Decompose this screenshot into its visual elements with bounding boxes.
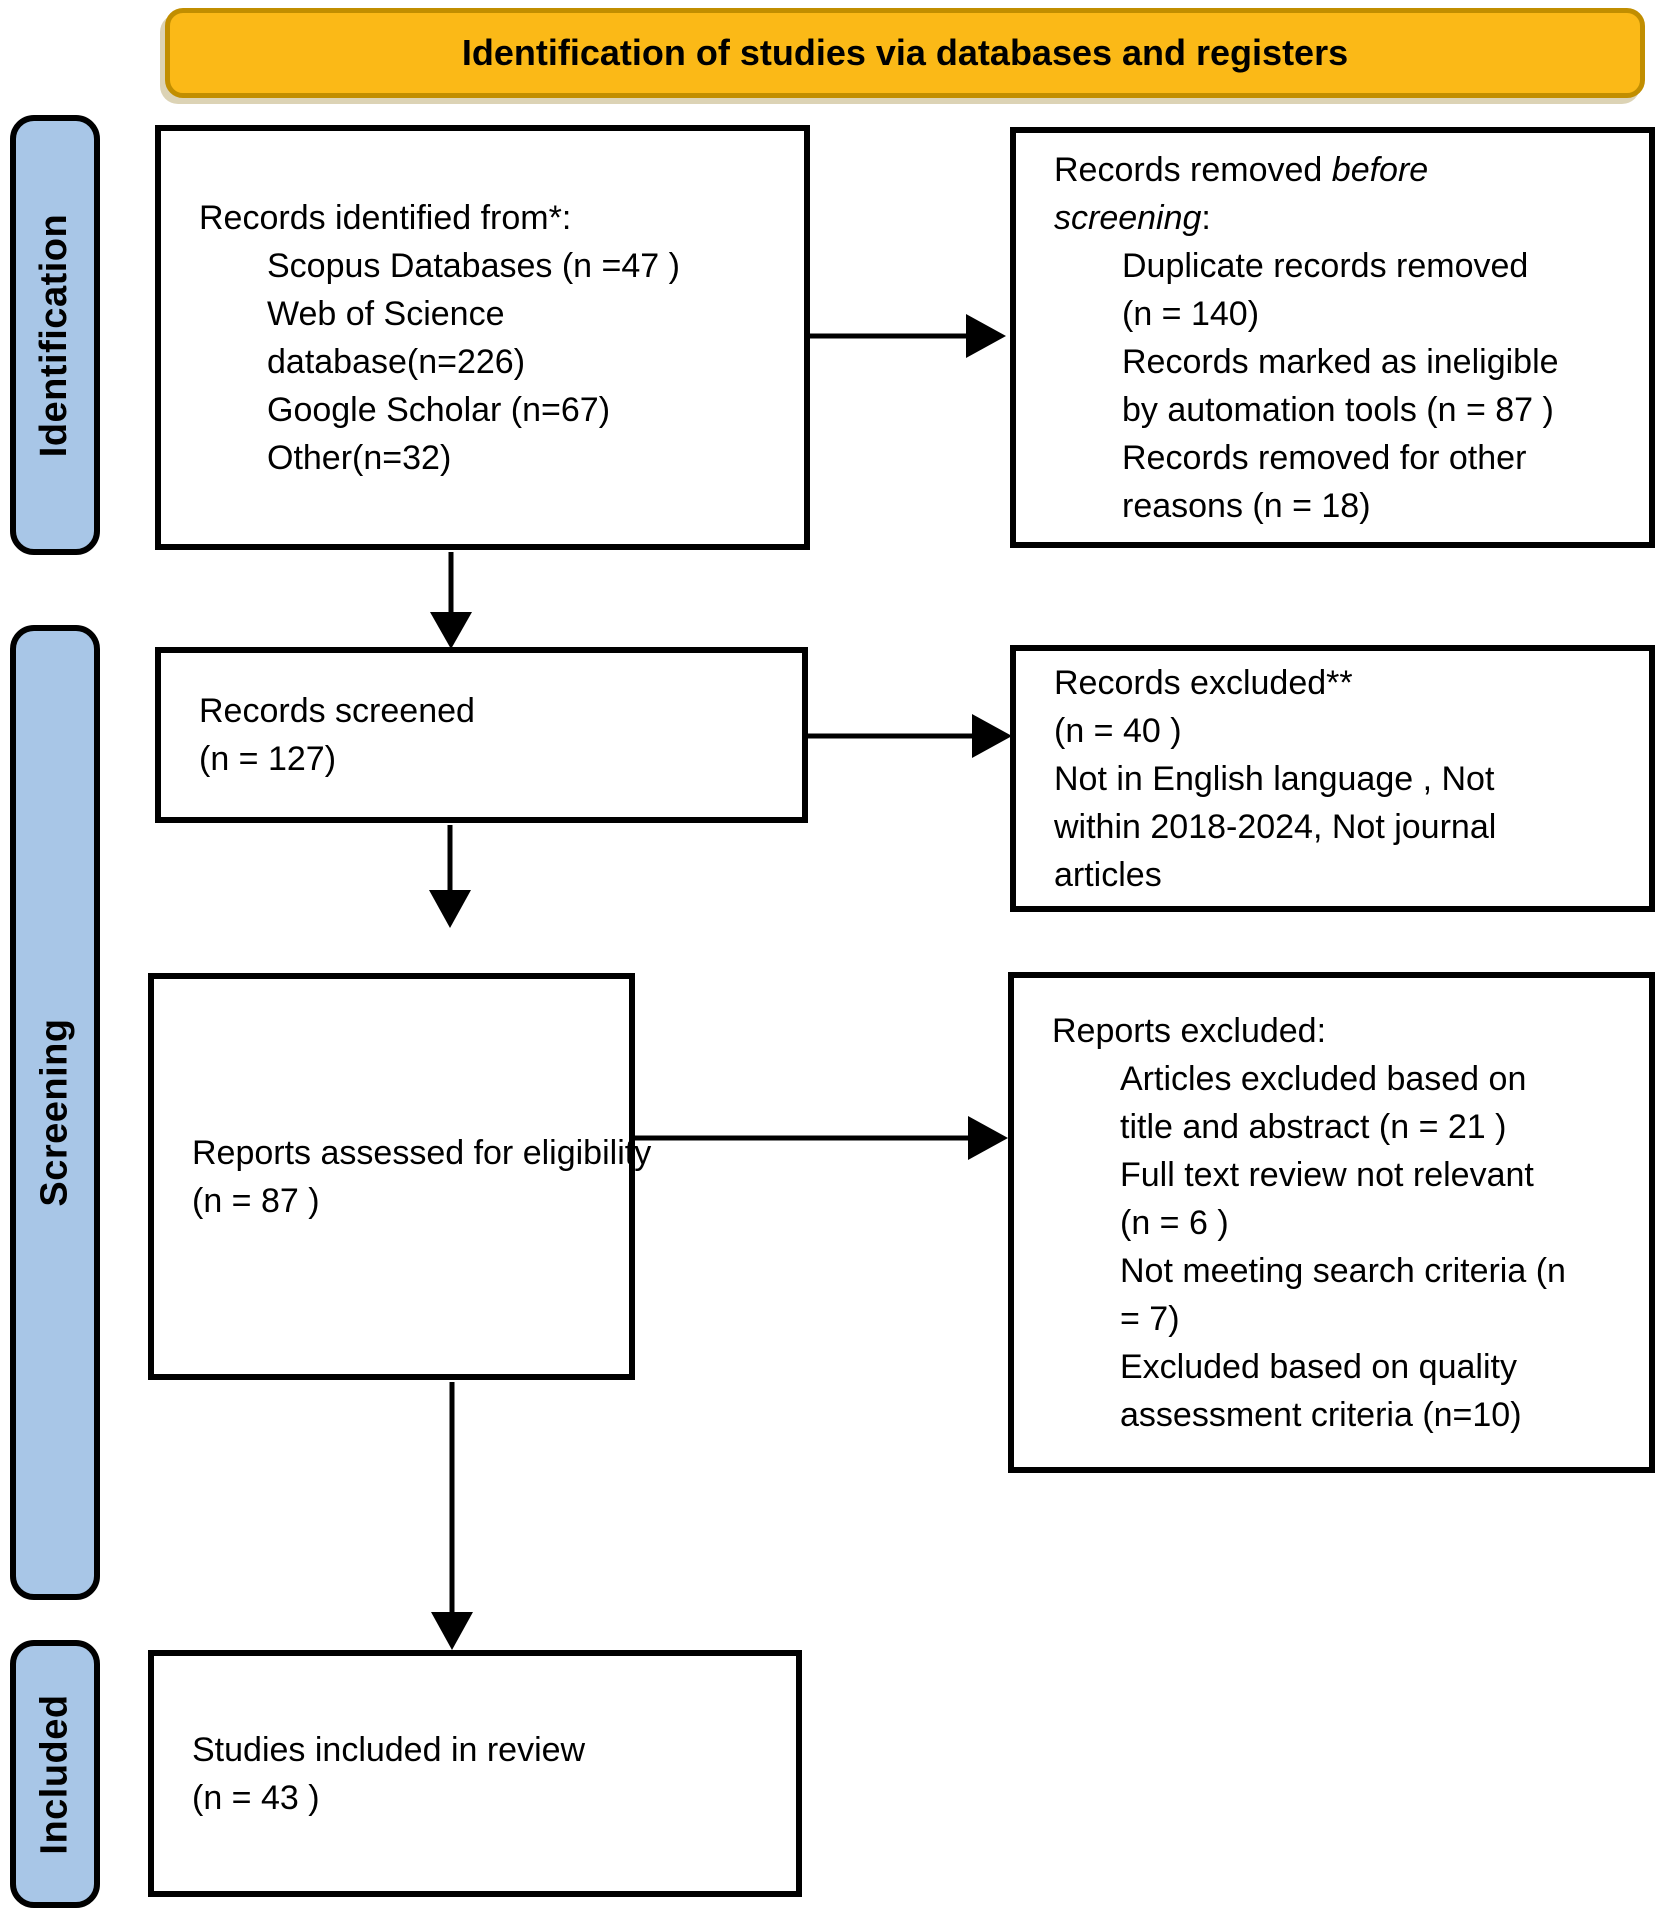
box-text-line: Records screened [199, 692, 475, 730]
box-text-line: by automation tools (n = 87 ) [1122, 390, 1554, 429]
arrow-identified-to-removed [810, 314, 1006, 358]
box-text-line: Web of Science [267, 294, 505, 333]
box-text-line: Articles excluded based on [1120, 1059, 1527, 1098]
box-text-line: Not meeting search criteria (n [1120, 1251, 1566, 1290]
box-text-line: assessment criteria (n=10) [1120, 1395, 1522, 1434]
box-text-line: Scopus Databases (n =47 ) [267, 246, 680, 285]
box-reports-excluded: Reports excluded: Articles excluded based… [1008, 972, 1655, 1473]
box-text-line: (n = 140) [1122, 294, 1260, 333]
box-text-line: articles [1054, 855, 1162, 894]
box-text-line: (n = 43 ) [192, 1778, 320, 1817]
box-text-line: Other(n=32) [267, 438, 452, 477]
arrow-identified-to-screened [430, 552, 472, 649]
box-text-line: Reports excluded: [1052, 1011, 1327, 1050]
box-text-line: Reports assessed for eligibility [192, 1133, 652, 1172]
stage-screening: Screening [10, 625, 100, 1600]
stage-identification-label: Identification [33, 213, 76, 457]
box-text-line: (n = 87 ) [192, 1181, 320, 1220]
box-text-line: Google Scholar (n=67) [267, 390, 611, 429]
box-text-line: Full text review not relevant [1120, 1155, 1534, 1194]
box-records-screened: Records screened (n = 127) [155, 647, 808, 823]
box-text-line: Studies included in review [192, 1730, 586, 1769]
box-text-line: reasons (n = 18) [1122, 486, 1371, 525]
box-text-line: (n = 6 ) [1120, 1203, 1229, 1242]
box-text-line: = 7) [1120, 1299, 1180, 1338]
stage-included: Included [10, 1640, 100, 1908]
banner-identification-of-studies: Identification of studies via databases … [165, 8, 1645, 98]
box-text-line: Excluded based on quality [1120, 1347, 1517, 1386]
box-reports-assessed: Reports assessed for eligibility (n = 87 … [148, 973, 652, 1380]
box-studies-included: Studies included in review (n = 43 ) [148, 1650, 802, 1897]
arrow-assessed-to-reports-excluded [635, 1116, 1008, 1160]
box-text-line: Records marked as ineligible [1122, 342, 1559, 381]
box-records-excluded: Records excluded** (n = 40 ) Not in Englis… [1010, 645, 1655, 912]
arrow-screened-to-assessed [429, 825, 471, 928]
box-text-line: screening: [1054, 198, 1211, 237]
stage-identification: Identification [10, 115, 100, 555]
stage-included-label: Included [33, 1693, 76, 1855]
box-text-line: Duplicate records removed [1122, 246, 1529, 285]
box-text-line: Records identified from*: [199, 198, 572, 237]
box-records-removed-before-screening: Records removed before screening: Duplicat… [1010, 127, 1655, 548]
box-text-line: Not in English language , Not [1054, 759, 1495, 798]
banner-label: Identification of studies via databases … [461, 32, 1349, 73]
arrow-assessed-to-included [431, 1382, 473, 1650]
box-text-line: (n = 40 ) [1054, 711, 1182, 750]
box-records-identified: Records identified from*: Scopus Database… [155, 125, 810, 550]
stage-screening-label: Screening [33, 1018, 76, 1207]
box-text-line: Records removed before [1054, 150, 1429, 189]
arrow-screened-to-excluded [808, 714, 1012, 758]
box-text-line: title and abstract (n = 21 ) [1120, 1107, 1507, 1146]
box-text-line: Records excluded** [1054, 663, 1353, 702]
box-text-line: database(n=226) [267, 342, 526, 381]
box-text-line: (n = 127) [199, 740, 337, 778]
box-text-line: within 2018-2024, Not journal [1054, 807, 1497, 846]
box-text-line: Records removed for other [1122, 438, 1527, 477]
